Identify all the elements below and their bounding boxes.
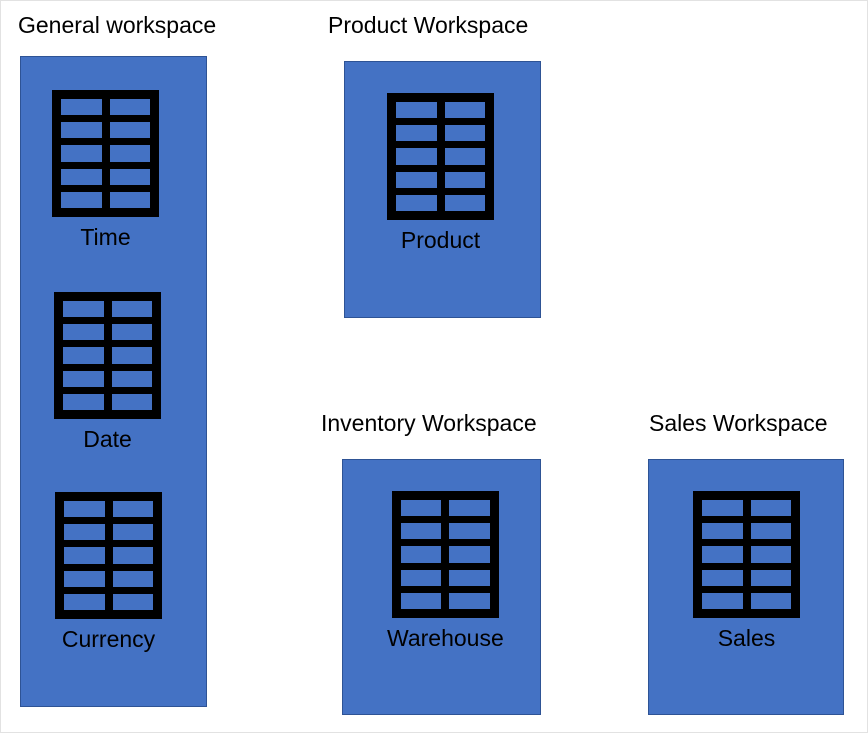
workspace-box-product[interactable]: Product bbox=[344, 61, 541, 318]
workspace-title-sales: Sales Workspace bbox=[649, 410, 828, 436]
table-node-time[interactable]: Time bbox=[52, 90, 159, 251]
table-label-warehouse: Warehouse bbox=[387, 625, 504, 651]
workspace-title-general: General workspace bbox=[18, 12, 217, 38]
table-node-date[interactable]: Date bbox=[54, 292, 161, 453]
table-label-product: Product bbox=[400, 227, 481, 253]
table-icon bbox=[54, 292, 161, 419]
table-node-warehouse[interactable]: Warehouse bbox=[387, 491, 504, 652]
workspace-title-inventory: Inventory Workspace bbox=[321, 410, 537, 436]
table-label-date: Date bbox=[83, 426, 132, 452]
table-node-product[interactable]: Product bbox=[387, 93, 494, 254]
workspace-box-inventory[interactable]: Warehouse bbox=[342, 459, 541, 715]
table-icon bbox=[55, 492, 162, 619]
table-icon bbox=[52, 90, 159, 217]
table-icon bbox=[387, 93, 494, 220]
workspace-title-product: Product Workspace bbox=[328, 12, 529, 38]
table-node-currency[interactable]: Currency bbox=[55, 492, 162, 653]
table-label-sales: Sales bbox=[717, 625, 776, 651]
table-icon bbox=[391, 491, 499, 618]
workspace-box-general[interactable]: Time Date Currency bbox=[20, 56, 207, 707]
table-icon bbox=[693, 491, 800, 618]
table-node-sales[interactable]: Sales bbox=[693, 491, 800, 652]
table-label-time: Time bbox=[80, 224, 131, 250]
table-label-currency: Currency bbox=[61, 626, 156, 652]
workspace-box-sales[interactable]: Sales bbox=[648, 459, 844, 715]
